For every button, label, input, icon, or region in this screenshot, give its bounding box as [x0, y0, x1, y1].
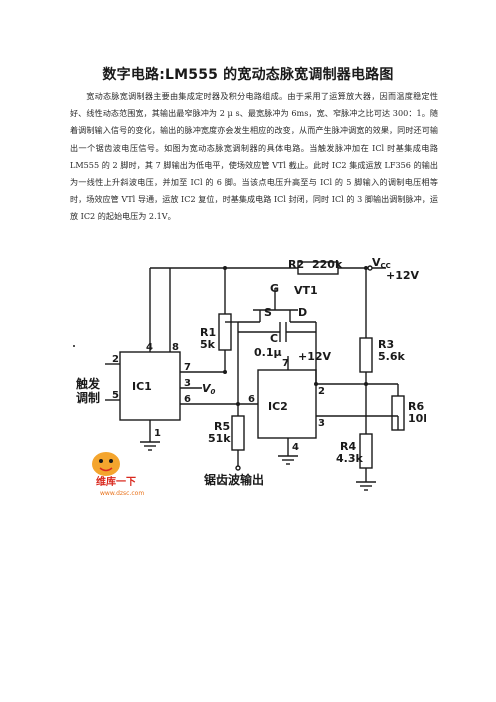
- r1-label: R1: [200, 326, 216, 339]
- vt1-drain-label: D: [298, 306, 307, 319]
- ic1-pin7-number: 7: [184, 362, 191, 373]
- modulation-label: 调制: [76, 390, 100, 405]
- r6-label: R6: [408, 400, 424, 413]
- body-paragraph: 宽动态脉宽调制器主要由集成定时器及积分电路组成。由于采用了运算放大器，因而温度稳…: [70, 91, 438, 222]
- r3-label: R3: [378, 338, 394, 351]
- vt1-source-label: S: [264, 306, 272, 319]
- junction-dot: [236, 402, 240, 406]
- ic1-pin4-number: 4: [146, 342, 153, 353]
- r2-label: R2: [288, 258, 304, 271]
- ic1-pin6-number: 6: [184, 394, 191, 405]
- r4-value: 4.3k: [336, 452, 363, 465]
- r3-resistor: [359, 337, 373, 373]
- r1-resistor: [218, 313, 232, 351]
- r3-value: 5.6k: [378, 350, 405, 363]
- ic1-pin8-number: 8: [172, 342, 179, 353]
- mascot-icon: [92, 452, 120, 476]
- r2-resistor: [297, 261, 339, 275]
- circuit-diagram: IC1 IC2 VT1 R2 220k R1 5k R3 5.6k R4 4.3…: [73, 256, 426, 497]
- page-title: 数字电路:LM555 的宽动态脉宽调制器电路图: [102, 67, 394, 83]
- ic2-label: IC2: [268, 400, 288, 413]
- ic2-pin7-number: 7: [282, 358, 289, 369]
- vt1-gate-label: G: [270, 282, 279, 295]
- r4-label: R4: [340, 440, 356, 453]
- stray-mark: [73, 345, 75, 347]
- r5-label: R5: [214, 420, 230, 433]
- ic1-pin3-number: 3: [184, 378, 191, 389]
- vt1-label: VT1: [294, 284, 318, 297]
- r5-resistor: [231, 415, 245, 451]
- capacitor-value: 0.1μ: [254, 346, 282, 359]
- vo-label: V0: [202, 382, 216, 396]
- ic2-pin6-number: 6: [248, 394, 255, 405]
- sawtooth-output-label: 锯齿波输出: [204, 472, 264, 487]
- body-paragraph-block: 宽动态脉宽调制器主要由集成定时器及积分电路组成。由于采用了运算放大器，因而温度稳…: [70, 88, 438, 226]
- trigger-label: 触发: [76, 376, 101, 391]
- ic2-supply-label: +12V: [298, 350, 332, 363]
- r2-value: 220k: [312, 258, 343, 271]
- ic1-pin1-number: 1: [154, 428, 161, 439]
- ic1-label: IC1: [132, 380, 152, 393]
- junction-dot: [223, 370, 227, 374]
- ic1-pin2-number: 2: [112, 354, 119, 365]
- ic2-pin4-number: 4: [292, 442, 299, 453]
- sawtooth-output-terminal: [235, 465, 241, 471]
- r5-value: 51k: [208, 432, 231, 445]
- watermark-brand: 维库一下: [96, 475, 136, 488]
- vcc-value: +12V: [386, 269, 420, 282]
- watermark-url: www.dzsc.com: [100, 490, 144, 497]
- junction-dot: [314, 382, 318, 386]
- vcc-label: VCC: [372, 256, 391, 270]
- r1-value: 5k: [200, 338, 216, 351]
- ic1-pin5-number: 5: [112, 390, 119, 401]
- watermark-logo: 维库一下 www.dzsc.com: [92, 452, 144, 497]
- ic2-pin3-number: 3: [318, 418, 325, 429]
- r6-value: 10k: [408, 412, 426, 425]
- capacitor-label: C: [270, 332, 278, 345]
- junction-dot: [364, 266, 368, 270]
- ic2-pin2-number: 2: [318, 386, 325, 397]
- junction-dot: [364, 382, 368, 386]
- junction-dot: [223, 266, 227, 270]
